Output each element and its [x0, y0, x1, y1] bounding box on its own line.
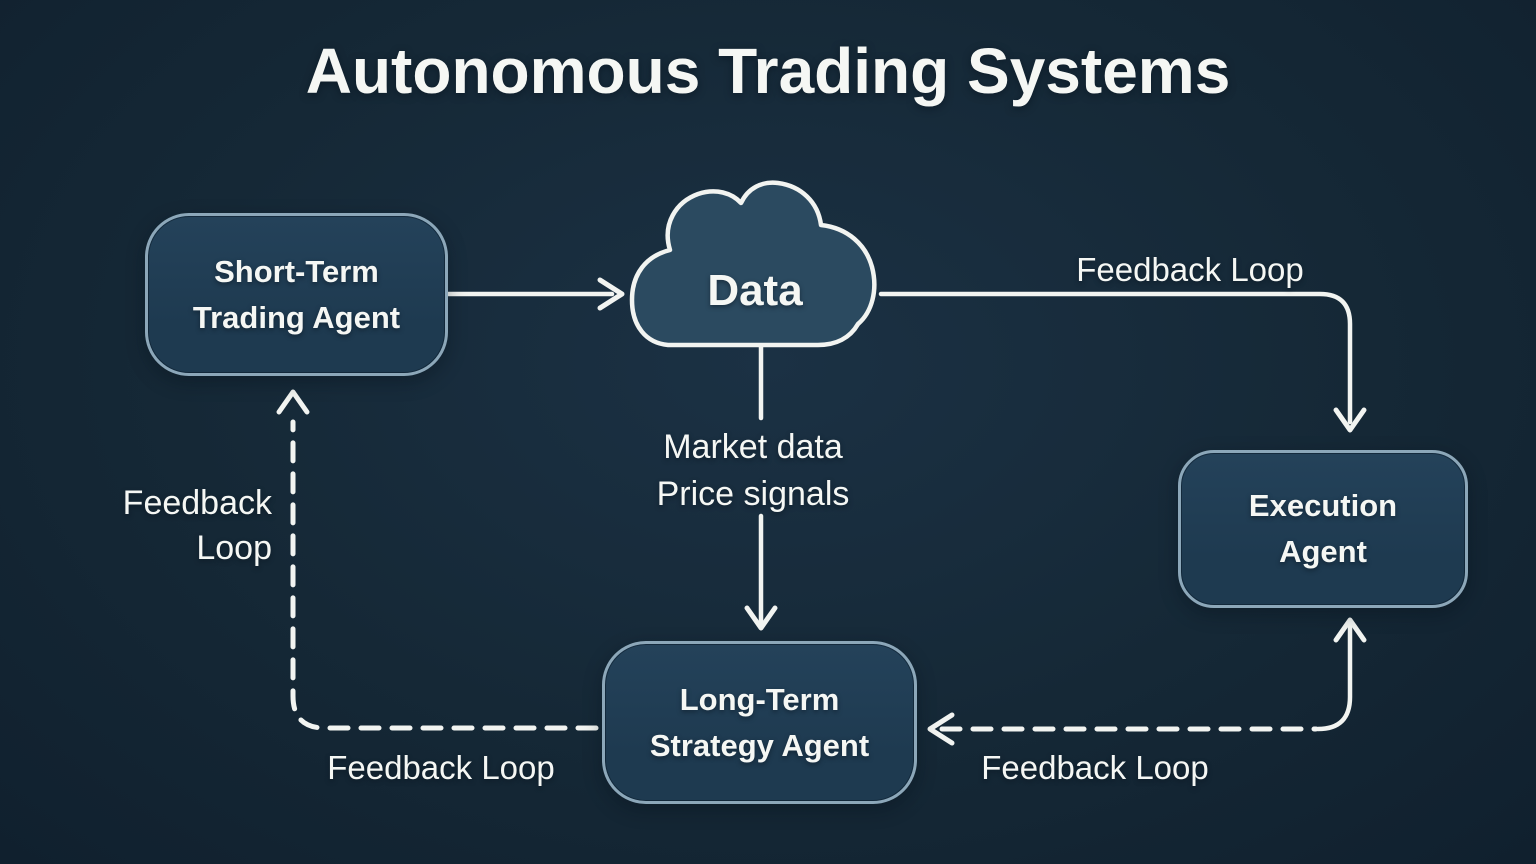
node-label: Execution Agent: [1249, 483, 1397, 575]
arrow-long-term-to-execution-curve: [1315, 623, 1353, 732]
node-long-term-strategy-agent: Long-Term Strategy Agent: [602, 641, 917, 804]
data-cloud-icon: [629, 180, 877, 348]
node-label: Short-Term Trading Agent: [193, 249, 400, 341]
edge-label-line: Market data: [663, 428, 843, 466]
node-label-line: Trading Agent: [192, 299, 401, 335]
edge-label-feedback-loop-top: Feedback Loop: [1076, 251, 1304, 288]
node-label-line: Short-Term: [214, 253, 379, 289]
arrow-long-term-to-short-term-dashed: [290, 419, 599, 731]
edge-label-feedback-loop-left: Feedback Loop: [80, 481, 272, 571]
arrowhead-down-into-execution: [1333, 407, 1367, 433]
edge-label-line: Loop: [196, 529, 272, 567]
node-execution-agent: Execution Agent: [1178, 450, 1468, 608]
node-label-line: Long-Term: [679, 681, 840, 717]
node-short-term-trading-agent: Short-Term Trading Agent: [145, 213, 448, 376]
page-title: Autonomous Trading Systems: [305, 35, 1231, 107]
node-label: Long-Term Strategy Agent: [650, 677, 869, 769]
arrow-data-to-execution: [878, 291, 1353, 425]
edge-label-feedback-loop-bottom-left: Feedback Loop: [327, 749, 555, 786]
node-label-line: Execution: [1248, 488, 1398, 523]
edge-label-line: Feedback: [122, 484, 272, 522]
node-label-line: Strategy Agent: [649, 727, 870, 763]
arrowhead-down-into-long-term: [744, 605, 778, 631]
arrowhead-up-into-short-term: [276, 389, 310, 415]
edge-label-market-data: Market data Price signals: [603, 424, 903, 518]
node-label-line: Agent: [1279, 534, 1367, 569]
node-data-cloud-label: Data: [707, 266, 803, 315]
arrowhead-left-into-long-term: [927, 712, 955, 746]
arrowhead-up-into-execution: [1333, 617, 1367, 643]
edge-label-line: Price signals: [656, 475, 850, 513]
edge-label-feedback-loop-bottom-right: Feedback Loop: [981, 749, 1209, 786]
arrowhead-right-into-cloud: [597, 277, 625, 311]
